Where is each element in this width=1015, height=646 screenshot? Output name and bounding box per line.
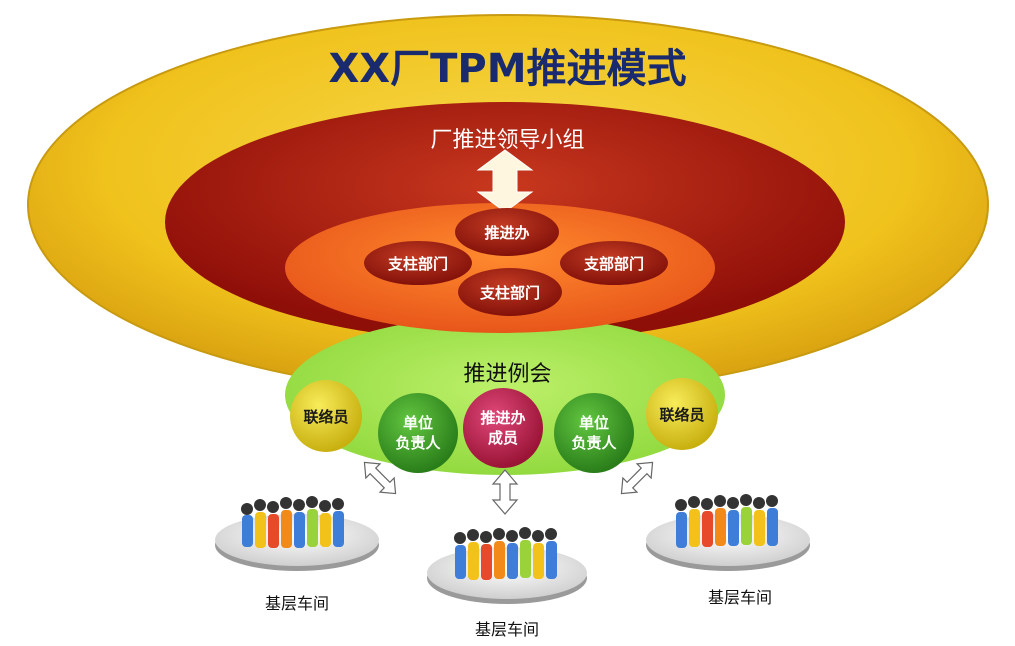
dept-left-blob [364, 241, 472, 285]
arrow-left [363, 461, 397, 495]
people-group-icon [454, 527, 557, 580]
unit-left-circle [378, 393, 458, 473]
office-blob [455, 208, 559, 256]
page-title: XX厂TPM推进模式 [328, 46, 687, 92]
dept-bottom-blob [458, 268, 562, 316]
workshop-right [646, 494, 810, 571]
office-member-circle [463, 388, 543, 468]
people-group-icon [241, 496, 344, 548]
dept-right-blob [560, 241, 668, 285]
dept-bottom-label: 支柱部门 [479, 284, 540, 302]
unit-left-label: 单位 负责人 [395, 414, 441, 452]
meeting-label: 推进例会 [463, 362, 552, 387]
dept-right-label: 支部部门 [583, 255, 644, 273]
workshop-left-label: 基层车间 [264, 594, 329, 613]
liaison-right-label: 联络员 [659, 406, 705, 424]
unit-right-label: 单位 负责人 [571, 414, 617, 452]
office-member-label: 推进办 成员 [480, 409, 526, 447]
workshop-left [215, 496, 379, 571]
workshop-right-label: 基层车间 [707, 588, 772, 607]
liaison-left-label: 联络员 [303, 408, 349, 426]
workshop-center-label: 基层车间 [474, 620, 539, 639]
dept-left-label: 支柱部门 [387, 255, 448, 273]
people-group-icon [675, 494, 778, 548]
liaison-right-circle [646, 378, 718, 450]
office-label: 推进办 [484, 224, 530, 242]
inner-disc [285, 203, 715, 333]
arrow-center [491, 469, 519, 515]
leader-group-label: 厂推进领导小组 [430, 128, 585, 153]
arrow-right [620, 461, 654, 495]
unit-right-circle [554, 393, 634, 473]
workshop-center [427, 527, 587, 604]
liaison-left-circle [290, 380, 362, 452]
